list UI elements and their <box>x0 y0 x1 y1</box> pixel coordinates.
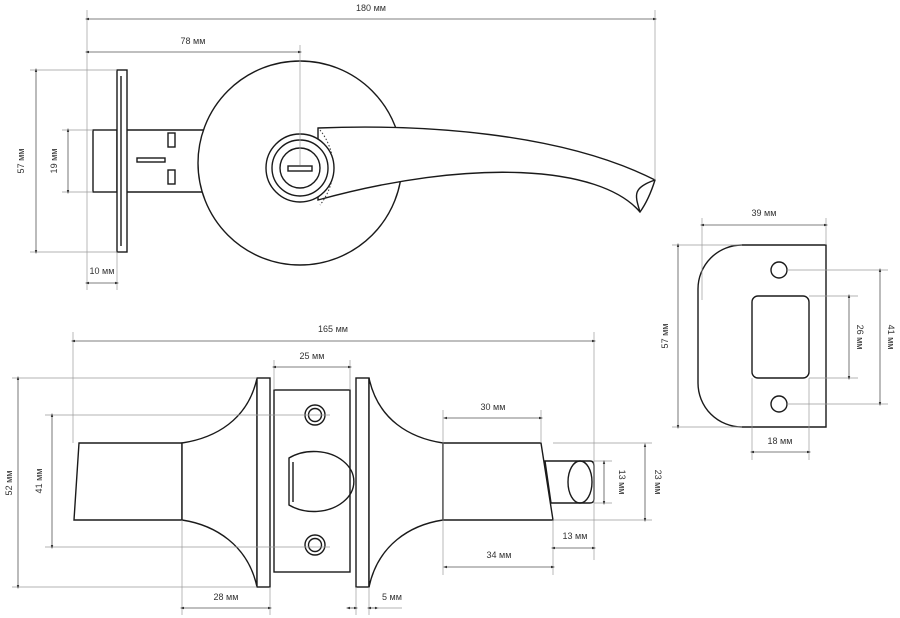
right-handle-neck <box>442 442 554 521</box>
left-handle-neck <box>73 442 183 521</box>
side-view-lock <box>73 377 595 588</box>
dim-neck-height: 23 мм <box>653 470 663 495</box>
strike-plate-dimensions: 39 мм 57 мм 26 мм 41 мм 18 мм <box>660 208 896 460</box>
left-flare <box>181 377 258 588</box>
dim-flange-height: 52 мм <box>4 471 14 496</box>
rose-plate <box>116 69 128 253</box>
side-view-dimensions: 165 мм 25 мм 52 мм 41 мм 30 мм 13 мм 23 … <box>4 324 663 615</box>
dim-side-hole-spacing: 41 мм <box>34 469 44 494</box>
dim-neck-length: 30 мм <box>481 402 506 412</box>
dim-flare-length: 28 мм <box>214 592 239 602</box>
keyhole-icon <box>287 165 313 172</box>
dim-strike-height: 57 мм <box>660 324 670 349</box>
dim-side-overall-length: 165 мм <box>318 324 348 334</box>
latch-slot-bottom <box>167 169 176 185</box>
dim-faceplate-width: 25 мм <box>300 351 325 361</box>
latch-slot-middle <box>136 157 166 163</box>
lever-handle <box>317 126 656 214</box>
top-view-dimensions: 180 мм 78 мм 57 мм 19 мм 10 мм <box>16 3 657 290</box>
left-flange <box>256 377 271 588</box>
latch-slot-top <box>167 132 176 148</box>
strike-plate <box>697 244 827 428</box>
dim-overall-length: 180 мм <box>356 3 386 13</box>
dim-rose-thickness: 10 мм <box>90 266 115 276</box>
dim-handle-length: 34 мм <box>487 550 512 560</box>
dim-axis-offset: 78 мм <box>181 36 206 46</box>
top-view-lever-handle <box>92 60 656 266</box>
faceplate <box>273 389 351 573</box>
dim-latch-height: 19 мм <box>49 149 59 174</box>
latch-window <box>751 295 810 379</box>
dim-flange-thickness: 5 мм <box>382 592 402 602</box>
dim-rose-height: 57 мм <box>16 149 26 174</box>
right-flare <box>368 377 444 588</box>
right-flange <box>355 377 370 588</box>
latch-body <box>92 129 118 193</box>
dim-window-width: 18 мм <box>768 436 793 446</box>
handle-tip <box>544 460 595 504</box>
dim-window-height: 26 мм <box>855 325 865 350</box>
dim-tip-height: 13 мм <box>617 470 627 495</box>
dim-strike-width: 39 мм <box>752 208 777 218</box>
dim-hole-spacing: 41 мм <box>886 325 896 350</box>
faceplate-screw-bottom <box>304 534 326 556</box>
dim-tip-length: 13 мм <box>563 531 588 541</box>
latch-bolt <box>288 450 355 513</box>
